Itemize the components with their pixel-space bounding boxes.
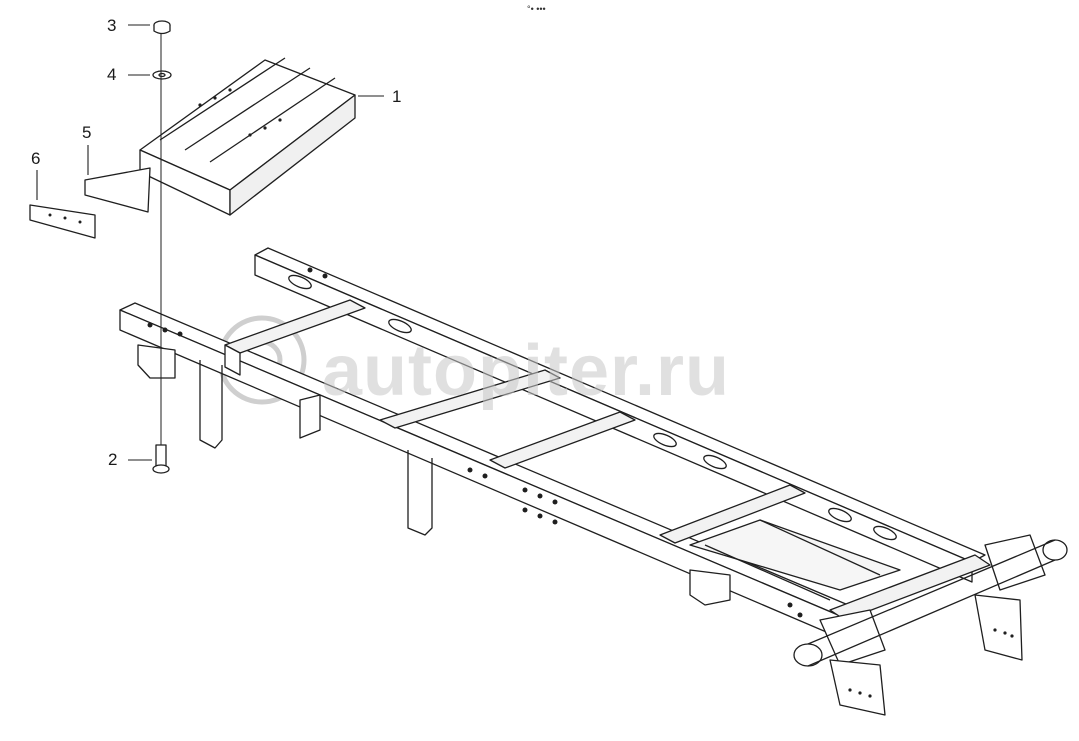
nut-part — [153, 20, 171, 35]
watermark-text: autopiter.ru — [322, 331, 731, 411]
rail-holes — [147, 267, 803, 618]
washer-part — [152, 70, 172, 80]
bolt-part — [152, 444, 170, 474]
callout-6: 6 — [31, 149, 41, 168]
leader-lines — [36, 24, 384, 461]
top-mark: °• ••• — [527, 4, 546, 14]
rail-slots — [288, 274, 897, 541]
callout-1: 1 — [392, 87, 402, 106]
chassis-frame — [119, 247, 1068, 716]
callout-4: 4 — [107, 65, 117, 84]
shim-5-part — [84, 167, 151, 213]
bracket-assembly-part — [139, 57, 356, 216]
callout-5: 5 — [82, 123, 92, 142]
callout-2: 2 — [108, 450, 118, 469]
shim-6-part — [29, 204, 96, 239]
callout-3: 3 — [107, 16, 117, 35]
